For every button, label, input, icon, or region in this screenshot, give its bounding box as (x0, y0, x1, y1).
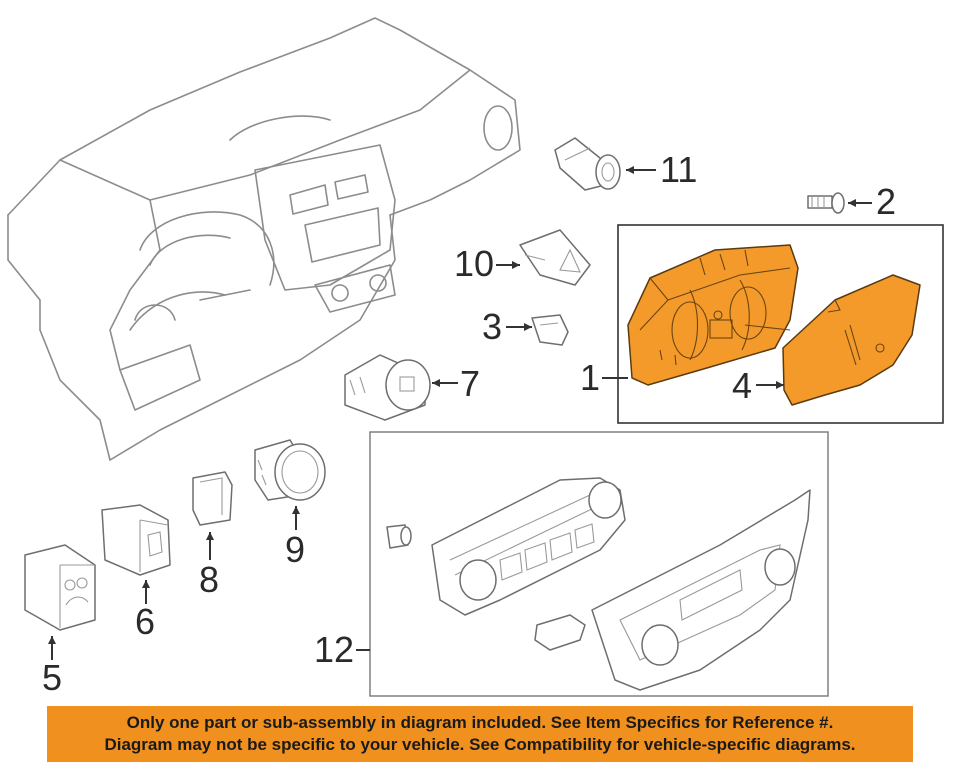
callout-10: 10 (454, 243, 494, 284)
callout-5: 5 (42, 657, 62, 698)
callout-3: 3 (482, 306, 502, 347)
callout-4: 4 (732, 365, 752, 406)
part-3-clip (531, 314, 569, 346)
part-12-frame (369, 431, 829, 697)
part-2-screw (807, 192, 845, 214)
part-7-start-switch (344, 354, 431, 421)
callout-12: 12 (314, 629, 354, 670)
part-10-hazard-switch (519, 229, 591, 286)
part-4-cluster-lens (782, 274, 921, 406)
disclaimer-line-2: Diagram may not be specific to your vehi… (104, 735, 856, 754)
part-6-switch (101, 504, 171, 576)
callout-7: 7 (460, 363, 480, 404)
part-1-4-frame (617, 224, 944, 424)
part-1-instrument-cluster (627, 244, 799, 386)
part-9-knob (254, 439, 326, 501)
part-11-switch (554, 137, 621, 191)
dashboard-drawing (7, 17, 521, 461)
disclaimer-banner: Only one part or sub-assembly in diagram… (47, 706, 913, 762)
disclaimer-line-1: Only one part or sub-assembly in diagram… (126, 713, 834, 732)
callout-11: 11 (660, 149, 697, 190)
part-8-switch (192, 471, 233, 526)
callout-6: 6 (135, 601, 155, 642)
part-5-switch (24, 544, 96, 631)
callout-2: 2 (876, 181, 896, 222)
callout-8: 8 (199, 559, 219, 600)
callout-9: 9 (285, 529, 305, 570)
callout-1: 1 (580, 357, 600, 398)
part-12-climate-control (386, 477, 811, 691)
